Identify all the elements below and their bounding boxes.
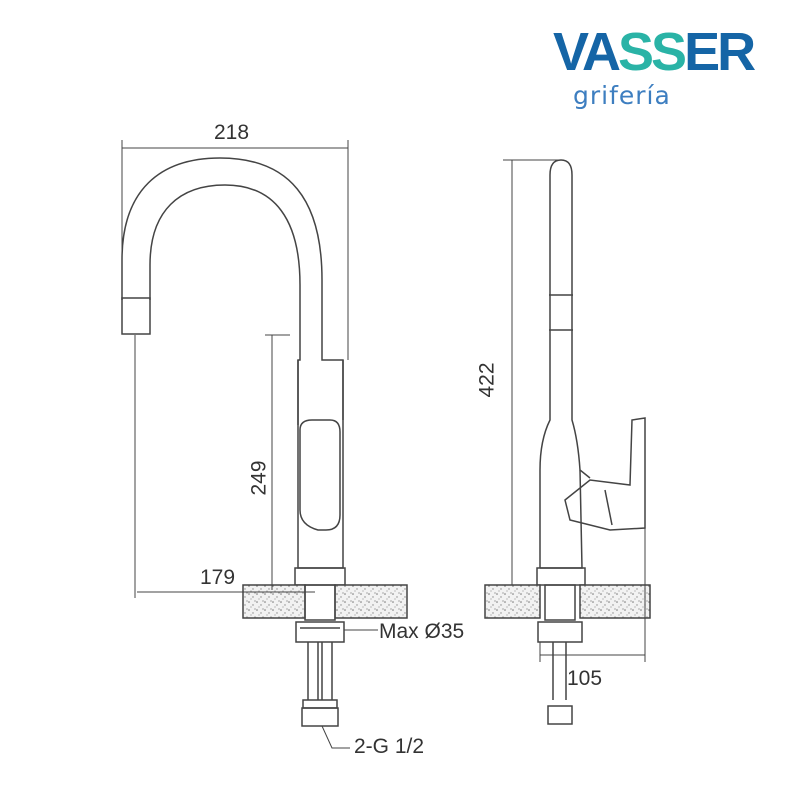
dimension-total-height: 422	[475, 362, 499, 398]
dimension-hole-diameter: Max Ø35	[379, 620, 465, 643]
front-hoses	[307, 642, 333, 700]
side-view	[484, 159, 651, 725]
front-handle	[299, 419, 341, 531]
side-hoses	[552, 642, 567, 700]
side-body	[540, 469, 583, 569]
logo-part: SS	[618, 22, 687, 82]
side-lever	[564, 417, 646, 531]
logo-tagline: grifería	[573, 81, 671, 110]
side-base	[536, 567, 586, 586]
vasser-logo: VASSER grifería	[553, 25, 773, 110]
side-mounting-nut	[537, 621, 583, 643]
front-mounting-nut	[295, 621, 345, 643]
logo-part: ER	[684, 22, 756, 82]
front-spout	[121, 157, 344, 425]
dimension-spout-reach: 179	[200, 566, 236, 589]
front-hose-connector	[301, 707, 339, 727]
front-countertop-right	[334, 584, 408, 619]
logo-wordmark: VASSER	[553, 25, 773, 79]
front-dimension-lines	[121, 140, 378, 749]
side-countertop-left	[484, 584, 541, 619]
front-countertop-left	[242, 584, 306, 619]
side-countertop-right	[579, 584, 651, 619]
side-dimension-lines	[503, 159, 646, 662]
side-spout-joint	[549, 294, 573, 331]
side-shank	[544, 584, 576, 621]
front-shank	[304, 584, 336, 621]
dimension-spout-height: 249	[247, 460, 271, 496]
dimension-total-width: 218	[214, 121, 250, 144]
dimension-handle-depth: 105	[567, 667, 603, 690]
logo-part: VA	[553, 22, 621, 82]
dimension-connection: 2-G 1/2	[354, 735, 425, 758]
front-spout-tip	[121, 297, 151, 335]
side-spout	[539, 159, 591, 568]
front-view	[121, 157, 408, 727]
front-body	[297, 360, 344, 569]
side-hose-connector	[547, 705, 573, 725]
front-base	[294, 567, 346, 586]
